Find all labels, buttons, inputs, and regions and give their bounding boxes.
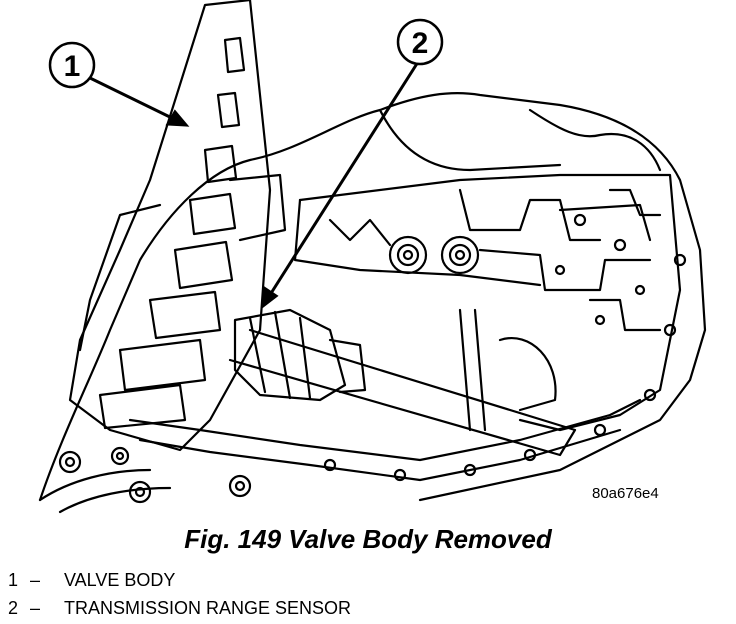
figure-caption: Fig. 149 Valve Body Removed [184, 524, 552, 554]
valve-body-illustration: 1 2 80a676e4 [38, 0, 707, 514]
callout-1-label: 1 [64, 50, 81, 83]
separator-plate [298, 173, 682, 432]
legend-text: TRANSMISSION RANGE SENSOR [64, 598, 352, 618]
legend-dash: – [30, 598, 41, 618]
legend-item: 1 – VALVE BODY [8, 566, 351, 594]
image-code: 80a676e4 [592, 485, 659, 502]
valve-body [68, 0, 272, 452]
legend-number: 1 [8, 570, 19, 590]
callout-2-label: 2 [412, 27, 429, 60]
transmission-case [38, 92, 707, 502]
legend-text: VALVE BODY [64, 570, 176, 590]
figure-legend: 1 – VALVE BODY 2 – TRANSMISSION RANGE SE… [8, 566, 351, 622]
range-sensor [233, 308, 347, 402]
legend-dash: – [30, 570, 41, 590]
legend-number: 2 [8, 598, 19, 618]
legend-item: 2 – TRANSMISSION RANGE SENSOR [8, 594, 351, 622]
callout-2: 2 [396, 18, 444, 66]
callout-1: 1 [48, 41, 96, 89]
